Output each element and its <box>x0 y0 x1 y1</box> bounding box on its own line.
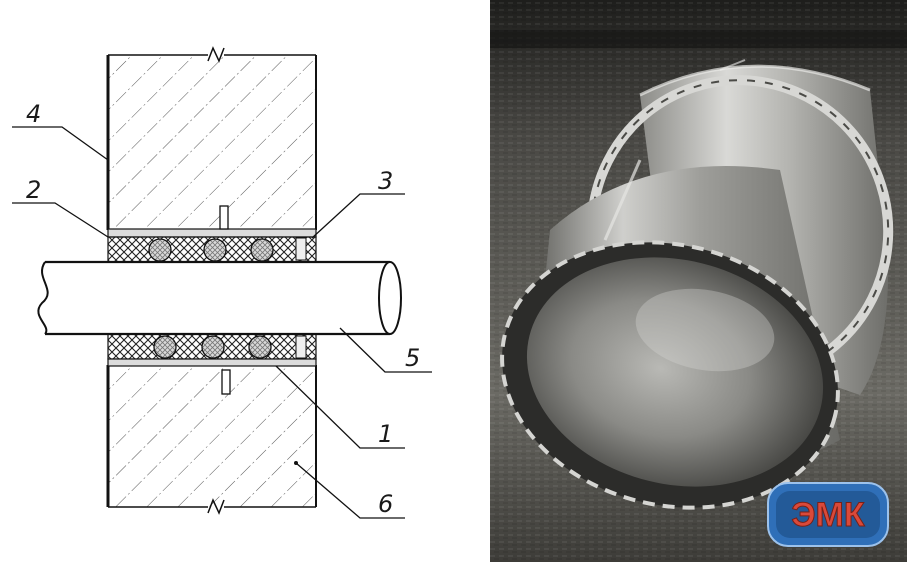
weld-seam <box>603 159 642 241</box>
callout-1: 1 <box>378 420 393 448</box>
logo-text: ЭМК <box>791 496 865 534</box>
callout-3: 3 <box>378 167 393 195</box>
emk-logo: ЭМК <box>767 482 889 547</box>
sleeve-lower <box>107 333 317 395</box>
pipe <box>37 260 402 336</box>
callout-2: 2 <box>26 176 41 204</box>
callout-6: 6 <box>378 490 393 518</box>
wall-upper <box>106 46 317 230</box>
break-mark-bottom <box>207 498 225 515</box>
callout-4: 4 <box>26 100 41 128</box>
callout-5: 5 <box>405 344 420 372</box>
pipe-penetration-section-drawing: 4 2 3 5 1 6 <box>12 46 432 519</box>
leader-lines <box>12 126 432 519</box>
wall-lower <box>106 365 317 515</box>
sleeve-opening <box>500 240 840 510</box>
steel-sleeve-photo: ЭМК <box>490 0 907 562</box>
break-mark-top <box>207 46 225 63</box>
